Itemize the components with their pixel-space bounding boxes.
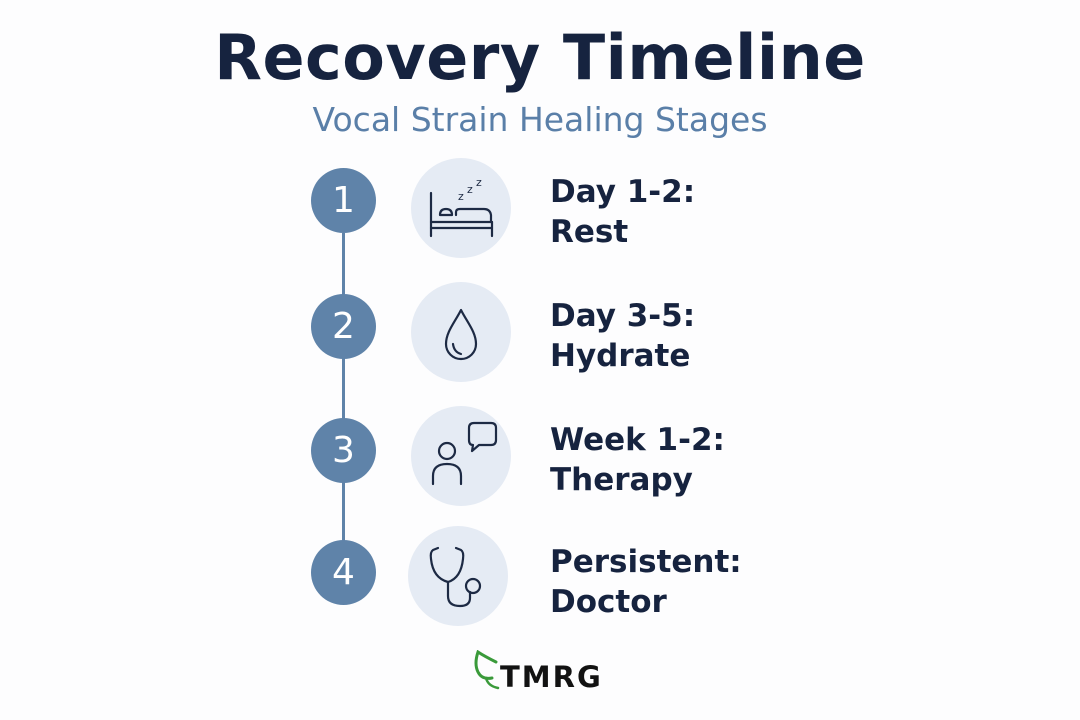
page-subtitle: Vocal Strain Healing Stages [312, 100, 768, 139]
timeline-connector [342, 233, 345, 297]
svg-text:z: z [476, 176, 482, 189]
step-period: Week 1-2: [550, 422, 725, 458]
stethoscope-icon [408, 526, 508, 626]
step-number-badge: 3 [311, 418, 376, 483]
step-action: Hydrate [550, 338, 691, 374]
step-number-badge: 4 [311, 540, 376, 605]
bed-sleep-icon: z z z [411, 158, 511, 258]
leaf-icon [474, 650, 500, 690]
brand-logo: TMRG [472, 650, 612, 700]
svg-text:z: z [458, 190, 464, 203]
timeline-connector [342, 358, 345, 422]
page-title: Recovery Timeline [214, 21, 866, 94]
step-period: Day 1-2: [550, 174, 696, 210]
step-period: Persistent: [550, 544, 742, 580]
step-number-badge: 1 [311, 168, 376, 233]
step-label: Persistent: Doctor [550, 542, 850, 622]
step-label: Day 1-2: Rest [550, 172, 850, 252]
step-action: Rest [550, 214, 629, 250]
step-action: Therapy [550, 462, 693, 498]
step-label: Week 1-2: Therapy [550, 420, 850, 500]
step-number-badge: 2 [311, 294, 376, 359]
step-period: Day 3-5: [550, 298, 696, 334]
svg-text:z: z [467, 183, 473, 196]
water-drop-icon [411, 282, 511, 382]
timeline-connector [342, 482, 345, 546]
step-label: Day 3-5: Hydrate [550, 296, 850, 376]
brand-logo-text: TMRG [500, 660, 603, 694]
person-speech-bubble-icon [411, 406, 511, 506]
step-action: Doctor [550, 584, 667, 620]
